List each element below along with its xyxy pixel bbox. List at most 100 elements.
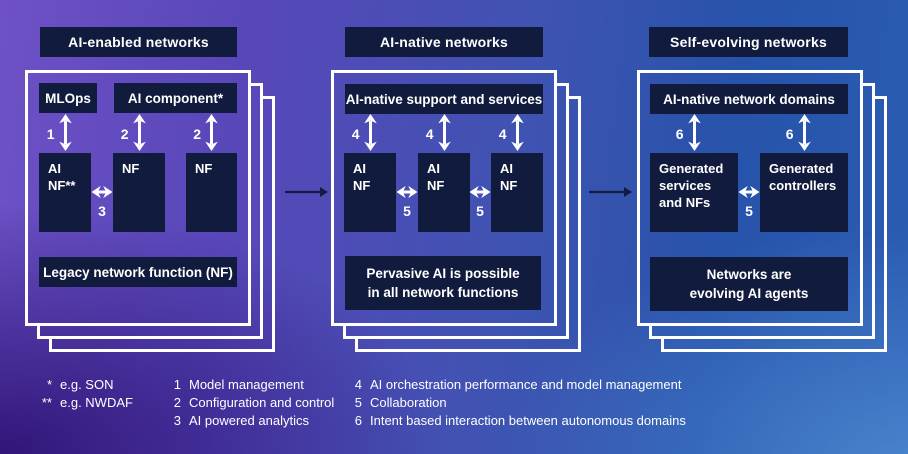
footnote-text: e.g. NWDAF [60,395,133,410]
arrow-number-label: 2 [120,126,129,142]
nf-line: NF [122,161,140,176]
ai-native-domains-box: AI-native network domains [650,84,848,114]
panel-self-evolving: AI-native network domains 6 6 Generated … [637,70,863,326]
panel-ai-enabled: MLOps AI component* 1 2 2 AI NF** [25,70,251,326]
double-arrow-vertical-icon [58,114,72,151]
footnote-text: e.g. SON [60,377,114,392]
arrow-number-label: 4 [351,126,360,142]
double-arrow-vertical-icon [510,114,524,151]
legend-text: AI orchestration performance and model m… [370,377,682,392]
double-arrow-vertical-icon [132,114,146,151]
legacy-nf-label: Legacy network function (NF) [43,264,233,280]
panel-title-self-evolving: Self-evolving networks [649,27,848,57]
double-arrow-vertical-icon [437,114,451,151]
generated-services-box: Generated services and NFs [650,153,738,232]
nf-box: NF [186,153,237,232]
arrow-number-label: 5 [403,203,411,219]
legend-column-1: 1 Model management 2 Configuration and c… [170,376,335,430]
panel-title-label: Self-evolving networks [670,34,827,50]
ai-native-domains-label: AI-native network domains [663,91,835,107]
ai-nf-line: NF [353,178,371,193]
panel-title-ai-enabled: AI-enabled networks [40,27,237,57]
double-arrow-vertical-icon [687,114,701,151]
panel-title-label: AI-native networks [379,34,509,50]
generated-controllers-box: Generated controllers [760,153,848,232]
stacked-card-front [637,70,863,326]
ai-nf-line: NF [427,178,445,193]
ai-nf-line: NF** [48,178,76,193]
double-arrow-vertical-icon [363,114,377,151]
footnote-marker: * [46,377,52,392]
legend-item: 4 AI orchestration performance and model… [351,376,686,394]
generated-services-line: Generated [659,161,724,176]
networks-agents-line: Networks are [706,267,792,282]
ai-nf-line: AI [48,161,61,176]
mlops-label: MLOps [45,90,91,106]
legend-number: 3 [173,413,181,428]
nf-line: NF [195,161,213,176]
panel-title-ai-native: AI-native networks [345,27,543,57]
arrow-number-label: 6 [675,126,684,142]
arrow-number-label: 4 [425,126,434,142]
ai-component-label: AI component* [127,90,224,106]
flow-arrow-icon [285,187,328,197]
ai-nf-box: AI NF [491,153,543,232]
generated-services-line: services [659,178,712,193]
ai-nf-line: AI [500,161,513,176]
mlops-box: MLOps [39,83,97,113]
arrow-number-label: 3 [98,203,106,219]
arrow-number-label: 6 [785,126,794,142]
legend-text: Configuration and control [189,395,335,410]
legend-text: AI powered analytics [189,413,309,428]
arrow-number-label: 1 [46,126,55,142]
arrow-number-label: 5 [745,203,753,219]
ai-nf-box: AI NF [418,153,470,232]
pervasive-ai-line: Pervasive AI is possible [366,266,520,281]
legend-item: 3 AI powered analytics [170,412,334,430]
footnote-marker: ** [41,395,52,410]
legend-text: Model management [189,377,304,392]
generated-controllers-line: controllers [769,178,837,193]
arrow-number-label: 4 [498,126,507,142]
legend-number: 4 [354,377,362,392]
pervasive-ai-line: in all network functions [367,285,519,300]
legend-number: 6 [354,413,362,428]
generated-controllers-line: Generated [769,161,834,176]
legend-number: 5 [354,395,362,410]
legacy-nf-box: Legacy network function (NF) [39,257,237,287]
footnote-item: ** e.g. NWDAF [36,394,133,412]
ai-nf-box: AI NF [344,153,396,232]
networks-agents-box: Networks are evolving AI agents [650,257,848,311]
generated-services-line: and NFs [659,195,711,210]
nf-box: NF [113,153,165,232]
legend-item: 1 Model management [170,376,334,394]
flow-arrow-icon [589,187,632,197]
legend-text: Intent based interaction between autonom… [370,413,686,428]
footnote-item: * e.g. SON [36,376,133,394]
ai-component-box: AI component* [114,83,237,113]
double-arrow-horizontal-icon [738,185,760,199]
pervasive-ai-box: Pervasive AI is possible in all network … [345,256,541,310]
double-arrow-vertical-icon [205,114,218,151]
legend-item: 5 Collaboration [351,394,686,412]
ai-native-support-label: AI-native support and services [345,91,543,107]
legend-number: 2 [173,395,181,410]
double-arrow-vertical-icon [797,114,811,151]
panel-title-label: AI-enabled networks [68,34,209,50]
ai-nf-line: AI [353,161,366,176]
legend-item: 2 Configuration and control [170,394,335,412]
ai-native-support-box: AI-native support and services [345,84,543,114]
double-arrow-horizontal-icon [91,185,113,199]
panel-ai-native: AI-native support and services 4 4 4 AI … [331,70,557,326]
legend-item: 6 Intent based interaction between auton… [351,412,686,430]
ai-nf-line: AI [427,161,440,176]
arrow-number-label: 2 [193,126,201,142]
legend-number: 1 [173,377,181,392]
networks-agents-line: evolving AI agents [689,286,809,301]
double-arrow-horizontal-icon [396,185,418,199]
double-arrow-horizontal-icon [469,185,491,199]
footnotes: * e.g. SON ** e.g. NWDAF [36,376,133,412]
arrow-number-label: 5 [476,203,484,219]
legend-text: Collaboration [370,395,447,410]
